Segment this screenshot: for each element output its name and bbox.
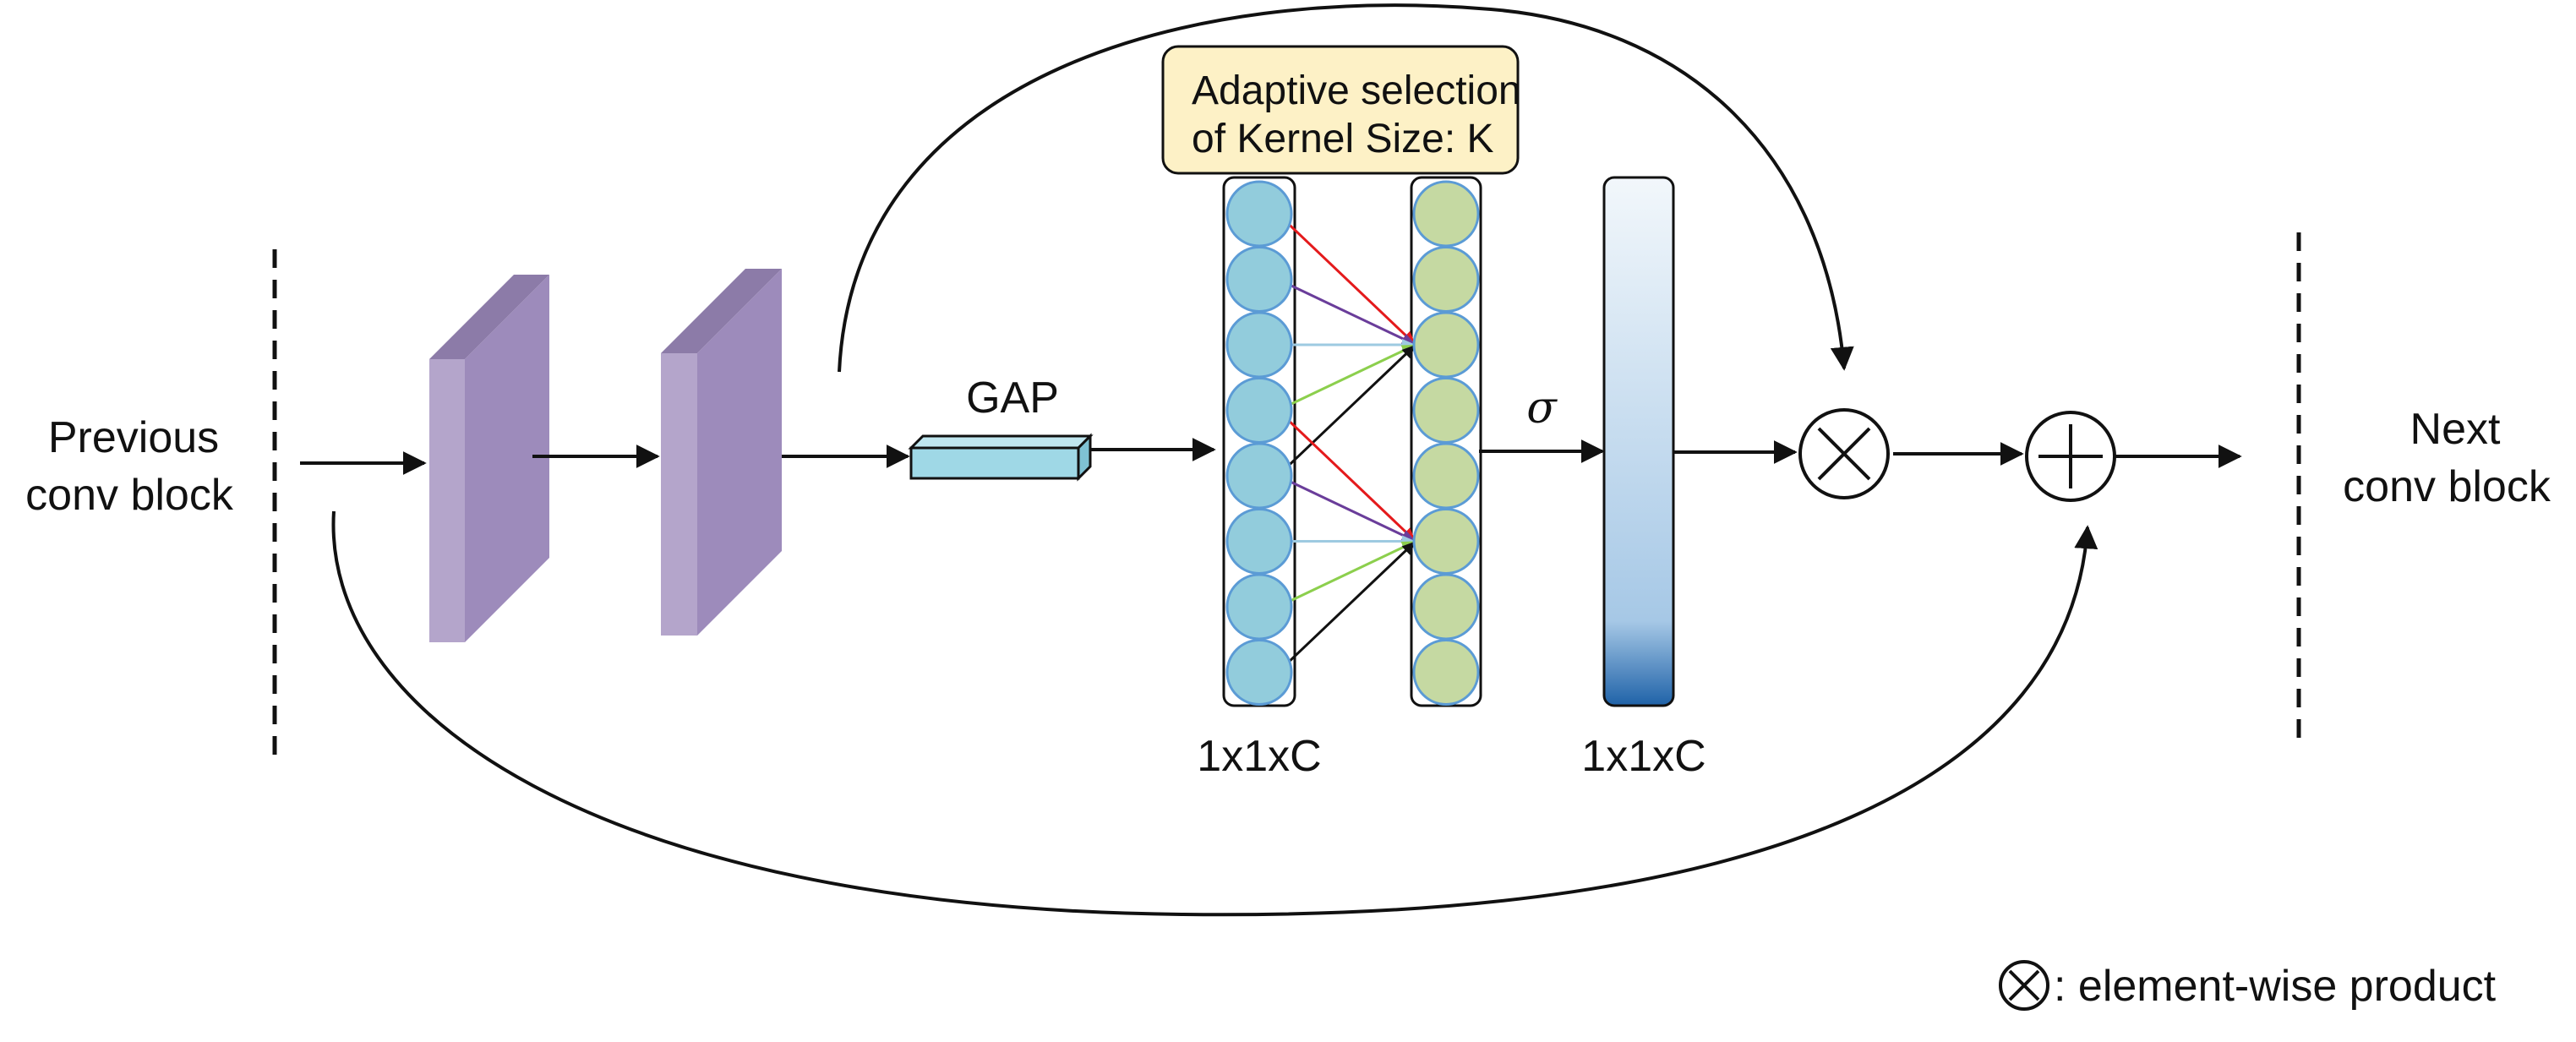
channel-weights-bar bbox=[1602, 176, 1675, 707]
connection-edge bbox=[1277, 343, 1416, 412]
connection-arrowhead bbox=[1401, 541, 1416, 555]
connection-edge bbox=[1277, 474, 1416, 543]
residual-curve bbox=[331, 510, 2098, 917]
input-node bbox=[1225, 639, 1293, 706]
input-node bbox=[1225, 246, 1293, 313]
connection-edge bbox=[1277, 540, 1416, 608]
output-node bbox=[1412, 442, 1480, 510]
connection-edge bbox=[1276, 409, 1417, 543]
previous-block-label-line1: Previous bbox=[48, 413, 219, 462]
output-node bbox=[1412, 508, 1480, 575]
attention-skip-curve bbox=[838, 3, 1854, 373]
next-block-label-line1: Next bbox=[2410, 405, 2501, 454]
input-node bbox=[1225, 377, 1293, 444]
feature-map-1 bbox=[429, 275, 549, 642]
input-node bbox=[1225, 573, 1293, 641]
connection-edge bbox=[1276, 212, 1417, 346]
input-dim-label: 1x1xC bbox=[1197, 732, 1321, 781]
input-nodes bbox=[1225, 180, 1293, 706]
conv1d-connections bbox=[1276, 212, 1417, 674]
output-node bbox=[1412, 573, 1480, 641]
input-node bbox=[1225, 311, 1293, 379]
connection-edge bbox=[1276, 343, 1417, 477]
next-block-label-line2: conv block bbox=[2343, 462, 2551, 511]
previous-block-label-line2: conv block bbox=[25, 471, 234, 520]
legend-circled-times-icon bbox=[1999, 960, 2049, 1011]
connection-edge bbox=[1276, 540, 1417, 674]
input-node bbox=[1225, 180, 1293, 248]
output-node bbox=[1412, 377, 1480, 444]
gap-block bbox=[908, 433, 1094, 482]
output-node bbox=[1412, 311, 1480, 379]
weights-dim-label: 1x1xC bbox=[1581, 732, 1706, 781]
circled-plus-icon bbox=[2025, 411, 2116, 502]
callout-text-line2: of Kernel Size: K bbox=[1192, 117, 1494, 161]
output-node bbox=[1412, 180, 1480, 248]
output-node bbox=[1412, 639, 1480, 706]
connection-edge bbox=[1277, 278, 1416, 346]
sigmoid-symbol: σ bbox=[1526, 383, 1558, 434]
callout-text-line1: Adaptive selection bbox=[1192, 68, 1521, 113]
main-flow-arrows bbox=[300, 438, 2242, 475]
feature-map-2 bbox=[661, 269, 782, 636]
connection-arrowhead bbox=[1401, 345, 1416, 359]
legend-text: : element-wise product bbox=[2054, 962, 2497, 1011]
output-nodes bbox=[1412, 180, 1480, 706]
input-node bbox=[1225, 508, 1293, 575]
circled-times-icon bbox=[1798, 408, 1890, 499]
input-node bbox=[1225, 442, 1293, 510]
output-node bbox=[1412, 246, 1480, 313]
kernel-size-callout: Adaptive selection of Kernel Size: K bbox=[1161, 45, 1521, 175]
gap-label: GAP bbox=[966, 374, 1059, 423]
